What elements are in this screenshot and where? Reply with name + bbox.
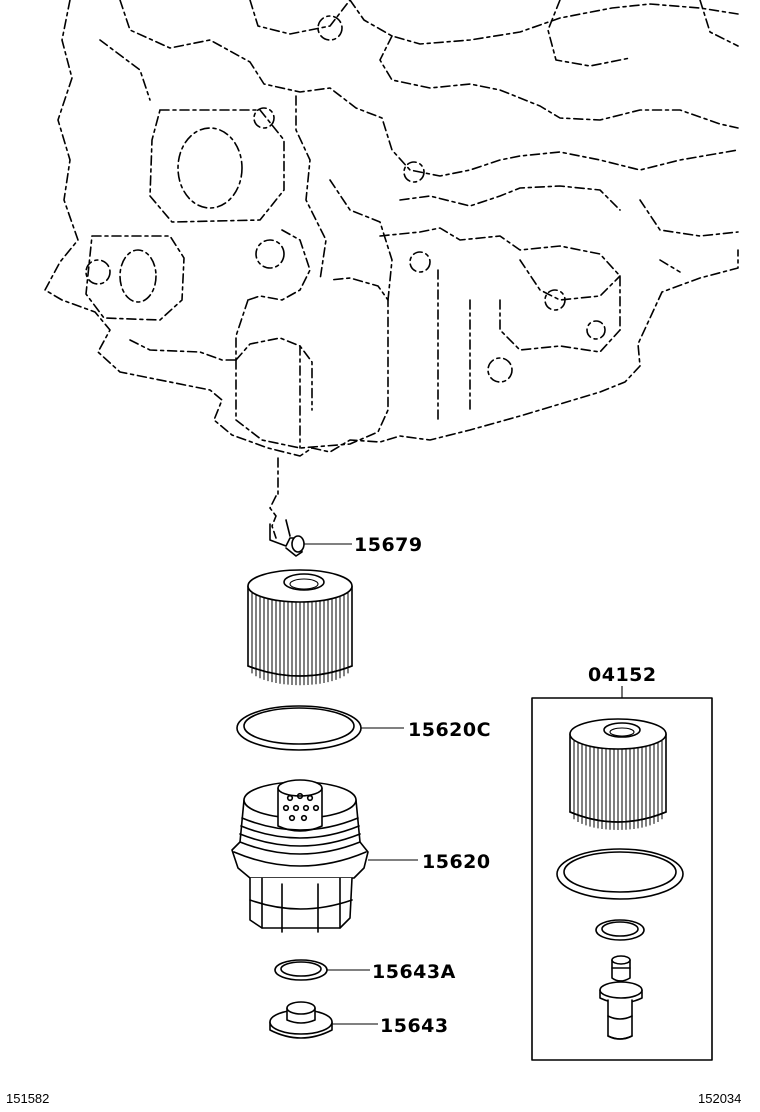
engine-block (44, 0, 739, 495)
callout-15643: 15643 (380, 1015, 449, 1037)
drain-plug (269, 1001, 378, 1039)
o-ring-15643a (274, 959, 370, 981)
callout-15679: 15679 (354, 534, 423, 556)
footer-code-left: 151582 (6, 1091, 49, 1106)
filter-element-kit (569, 718, 667, 830)
callout-15643a: 15643A (372, 961, 456, 983)
o-ring-15620c (236, 705, 404, 751)
kit-o-ring-small (595, 919, 645, 941)
drain-union (269, 495, 352, 557)
kit-o-ring-large (556, 848, 684, 900)
callout-15620c: 15620C (408, 719, 491, 741)
kit-box (531, 686, 713, 1061)
callout-04152: 04152 (588, 664, 657, 686)
filter-element-main (247, 569, 353, 686)
callout-15620: 15620 (422, 851, 491, 873)
filter-cap (231, 779, 418, 933)
footer-code-right: 152034 (698, 1091, 741, 1106)
kit-drain-union (599, 955, 643, 1040)
